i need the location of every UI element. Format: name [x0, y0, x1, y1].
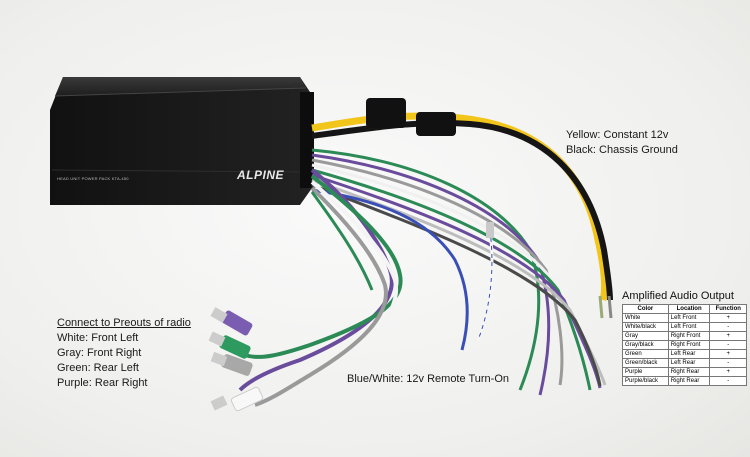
- amplified-output-legend: Amplified Audio Output Color Location Fu…: [622, 290, 747, 386]
- black-wire-label: Black: Chassis Ground: [566, 144, 678, 156]
- preout-line-gray: Gray: Front Right: [57, 347, 142, 359]
- alpine-logo: ALPINE: [237, 168, 285, 182]
- cell-function: +: [709, 313, 747, 323]
- cell-location: Left Front: [667, 322, 711, 332]
- cell-color: Purple/black: [622, 376, 669, 386]
- rca-plug-gray: [210, 351, 253, 376]
- cell-color: White/black: [622, 322, 669, 332]
- amplifier-unit: [50, 77, 314, 205]
- cell-function: -: [709, 358, 747, 368]
- preout-line-white: White: Front Left: [57, 332, 139, 344]
- rca-plug-green: [208, 331, 251, 359]
- cell-color: White: [622, 313, 669, 323]
- preout-rca-bundle: [238, 168, 403, 407]
- speaker-wire-bundle: [311, 148, 607, 396]
- preouts-legend: Connect to Preouts of radio White: Front…: [57, 316, 191, 391]
- cell-color: Green/black: [622, 358, 669, 368]
- cell-location: Right Front: [667, 340, 711, 350]
- cell-color: Gray/black: [622, 340, 669, 350]
- cell-function: -: [709, 340, 747, 350]
- cell-function: -: [709, 322, 747, 332]
- preout-line-green: Green: Rear Left: [57, 362, 139, 374]
- cell-location: Right Front: [667, 331, 711, 341]
- preouts-title: Connect to Preouts of radio: [57, 317, 191, 329]
- cell-location: Right Rear: [667, 376, 711, 386]
- cell-color: Purple: [622, 367, 669, 377]
- cell-color: Green: [622, 349, 669, 359]
- cell-function: +: [709, 349, 747, 359]
- cell-function: +: [709, 331, 747, 341]
- power-wire-labels: Yellow: Constant 12v Black: Chassis Grou…: [566, 128, 678, 158]
- rca-plug-white: [210, 386, 264, 412]
- cell-function: +: [709, 367, 747, 377]
- rca-plugs: [208, 307, 264, 412]
- column-header-color: Color: [622, 304, 669, 314]
- power-leads: [311, 98, 613, 319]
- cell-location: Right Rear: [667, 367, 711, 377]
- column-header-location: Location: [667, 304, 711, 314]
- cell-location: Left Front: [667, 313, 711, 323]
- blue-white-wire-label: Blue/White: 12v Remote Turn-On: [347, 373, 510, 385]
- cell-function: -: [709, 376, 747, 386]
- preout-line-purple: Purple: Rear Right: [57, 377, 148, 389]
- remote-turn-on-wire: [311, 188, 494, 351]
- amplified-output-title: Amplified Audio Output: [622, 290, 734, 302]
- cell-location: Left Rear: [667, 358, 711, 368]
- yellow-wire-label: Yellow: Constant 12v: [566, 129, 669, 141]
- model-text: HEAD UNIT POWER PACK KTA-450: [57, 176, 129, 181]
- cell-color: Gray: [622, 331, 669, 341]
- table-header-row: Color Location Function: [622, 304, 747, 314]
- column-header-function: Function: [709, 304, 747, 314]
- cell-location: Left Rear: [667, 349, 711, 359]
- rca-plug-purple: [210, 307, 253, 336]
